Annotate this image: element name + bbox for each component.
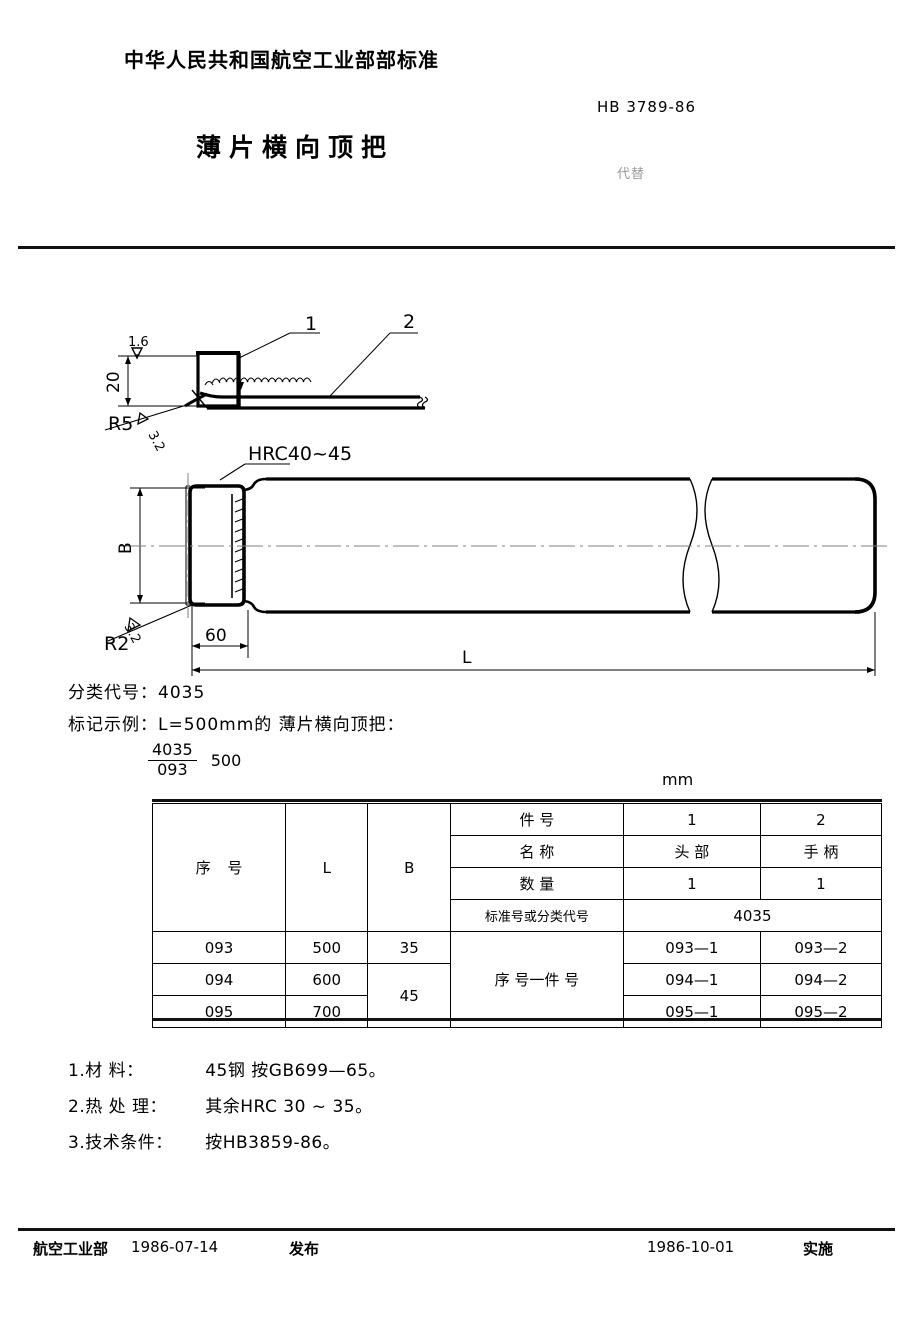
row-part1-094: 094—1 [622, 963, 761, 996]
table-row: 名 称 头 部 手 柄 [153, 835, 883, 868]
table-row: 095 700 095—1 095—2 [151, 995, 883, 1028]
row-part2-094: 094—2 [759, 963, 883, 996]
row-part2-093: 093—2 [759, 931, 883, 964]
std-code-value: 4035 [622, 899, 883, 932]
technical-drawing: 1 2 20 R5 1.6 3.2 HRC40~45 B 60 L R2 3.2 [104, 311, 890, 676]
note-material: 1.材 料： 45钢 按GB699—65。 [68, 1056, 386, 1081]
table-row: 标准号或分类代号 4035 [153, 899, 883, 932]
note-tech-value: 按HB3859-86。 [205, 1133, 341, 1153]
header-seq-part: 序 号一件 号 [449, 931, 624, 1028]
dim-width-b: B [116, 542, 136, 554]
part-name-1: 头 部 [622, 835, 761, 868]
marking-example-designation: 4035 093 500 [148, 741, 242, 779]
row-part1-093: 093—1 [622, 931, 761, 964]
marking-numerator: 4035 [148, 741, 197, 761]
row-B-093: 35 [367, 931, 451, 964]
header-part-no: 件 号 [449, 803, 624, 836]
footer-issue-date: 1986-07-14 [131, 1238, 219, 1256]
row-L-094: 600 [285, 963, 369, 996]
note-heat-value: 其余HRC 30 ~ 35。 [205, 1097, 373, 1117]
footer-issuer: 航空工业部 [33, 1240, 109, 1258]
row-B-094-095: 45 [367, 963, 451, 1028]
row-L-095: 700 [285, 995, 369, 1028]
header-L: L [285, 803, 369, 932]
dim-height-20: 20 [104, 371, 124, 393]
footer-effective-word: 实施 [803, 1240, 834, 1258]
specification-table-wrapper: 序 号 L B 件 号 1 2 名 称 头 部 手 柄 数 量 [151, 803, 883, 1028]
classification-code-label: 分类代号： [68, 683, 158, 703]
row-seq-093: 093 [151, 931, 287, 964]
note-material-num: 1. [68, 1061, 86, 1081]
row-seq-095: 095 [151, 995, 287, 1028]
issuing-organization: 中华人民共和国航空工业部部标准 [124, 48, 439, 72]
table-top-rule [152, 799, 882, 802]
note-heat-num: 2. [68, 1097, 86, 1117]
row-L-093: 500 [285, 931, 369, 964]
header-B: B [367, 803, 451, 932]
marking-example-line: 标记示例：L=500mm的 薄片横向顶把： [68, 710, 405, 735]
note-heat-treatment: 2.热 处 理： 其余HRC 30 ~ 35。 [68, 1092, 373, 1117]
header-std-code: 标准号或分类代号 [449, 899, 624, 932]
marking-denominator: 093 [157, 759, 188, 779]
table-bottom-rule [152, 1018, 882, 1021]
standard-number: HB 3789-86 [597, 98, 697, 116]
specification-table: 序 号 L B 件 号 1 2 名 称 头 部 手 柄 数 量 [151, 803, 883, 1028]
footer-divider-rule [18, 1228, 895, 1231]
part-name-2: 手 柄 [759, 835, 883, 868]
page-title: 薄片横向顶把 [196, 133, 395, 162]
quantity-1: 1 [622, 867, 761, 900]
table-row: 093 500 35 序 号一件 号 093—1 093—2 [151, 931, 883, 1028]
finish-mark-32-label-view1: 3.2 [144, 429, 167, 454]
classification-code-line: 分类代号：4035 [68, 678, 205, 703]
row-seq-094: 094 [151, 963, 287, 996]
marking-fraction: 4035 093 [148, 741, 197, 779]
dim-head-length-60: 60 [205, 626, 227, 646]
note-tech-num: 3. [68, 1133, 86, 1153]
hardness-note-hrc: HRC40~45 [248, 443, 352, 465]
note-tech-conditions: 3.技术条件： 按HB3859-86。 [68, 1128, 340, 1153]
note-heat-label: 热 处 理： [85, 1097, 168, 1117]
note-material-label: 材 料： [85, 1061, 144, 1081]
part-no-1: 1 [622, 803, 761, 836]
marking-example-label: 标记示例： [68, 715, 158, 735]
quantity-2: 1 [759, 867, 883, 900]
dim-total-length-l: L [462, 648, 472, 668]
note-material-value: 45钢 按GB699—65。 [205, 1061, 387, 1081]
header-divider-rule [18, 246, 895, 249]
finish-mark-16-label: 1.6 [128, 335, 149, 350]
row-part2-095: 095—2 [759, 995, 883, 1028]
dim-radius-r2: R2 [104, 633, 129, 655]
table-row: 094 600 45 094—1 094—2 [151, 963, 883, 1028]
drawing-part-label-2: 2 [403, 311, 415, 333]
row-part1-095: 095—1 [622, 995, 761, 1028]
note-tech-label: 技术条件： [85, 1133, 173, 1153]
footer-effective-date: 1986-10-01 [647, 1238, 735, 1256]
table-row: 序 号 L B 件 号 1 2 [151, 803, 883, 932]
footer-issue-word: 发布 [289, 1240, 320, 1258]
marking-example-desc: L=500mm的 薄片横向顶把： [158, 715, 405, 735]
header-quantity: 数 量 [449, 867, 624, 900]
replaces-label: 代替 [617, 167, 646, 182]
table-unit-label: mm [662, 770, 694, 789]
marking-length-value: 500 [210, 750, 242, 770]
drawing-part-label-1: 1 [305, 313, 317, 335]
header-seq: 序 号 [151, 803, 287, 932]
classification-code-value: 4035 [158, 683, 206, 703]
dim-radius-r5: R5 [108, 413, 133, 435]
part-no-2: 2 [759, 803, 883, 836]
header-part-name: 名 称 [449, 835, 624, 868]
